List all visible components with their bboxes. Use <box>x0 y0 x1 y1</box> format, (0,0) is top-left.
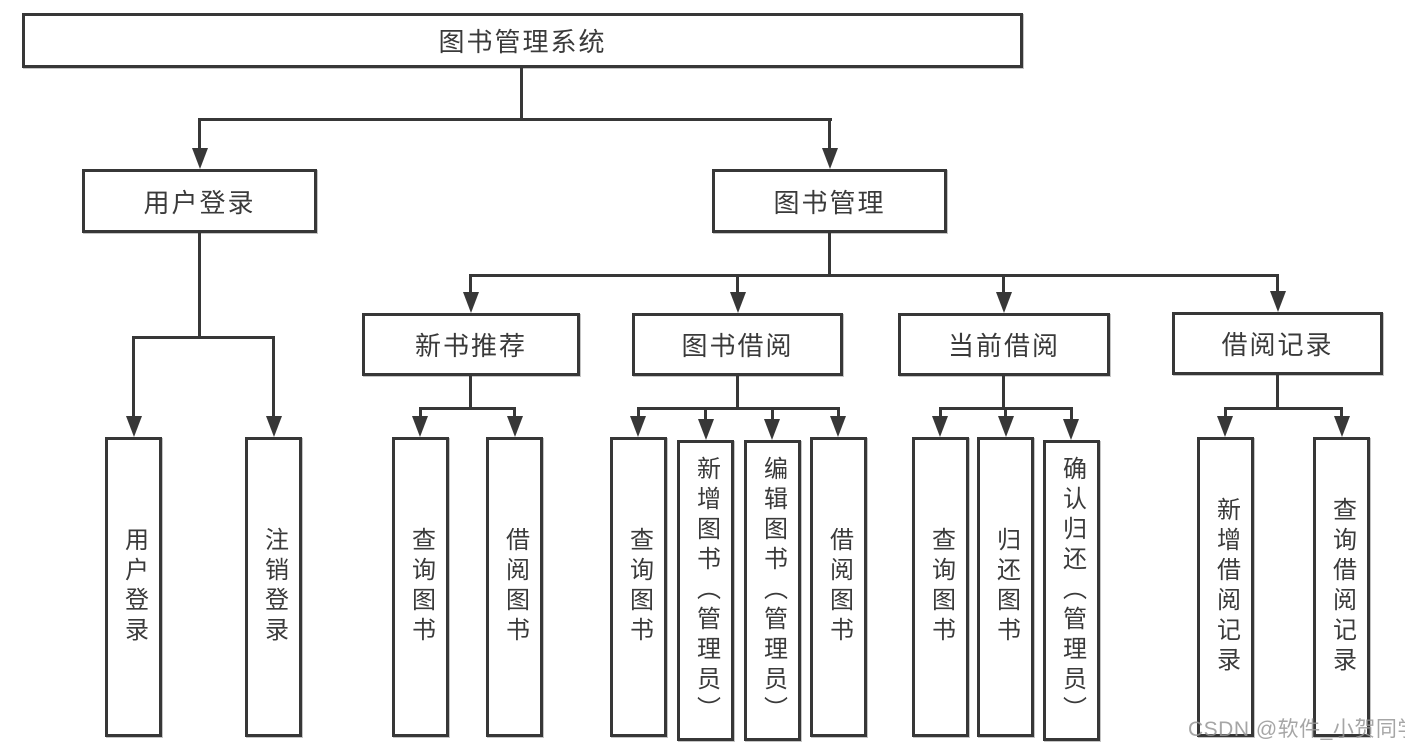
node-label: 查询图书 <box>927 527 955 647</box>
node-label: 借阅图书 <box>501 527 529 647</box>
arrow-down-icon <box>932 416 948 437</box>
connector-line <box>837 407 840 420</box>
connector-line <box>469 274 1279 277</box>
connector-line <box>1224 407 1343 410</box>
connector-line <box>1224 407 1227 420</box>
arrow-down-icon <box>266 416 282 437</box>
node-label: 借阅图书 <box>825 527 853 647</box>
node-label: 归还图书 <box>992 527 1020 647</box>
connector-line <box>419 407 516 410</box>
node-leaf-borrowing-borrow-books: 借阅图书 <box>810 437 867 737</box>
node-label: 用户登录 <box>120 527 148 647</box>
node-leaf-recommend-borrow-books: 借阅图书 <box>486 437 543 737</box>
node-user-login: 用户登录 <box>82 169 317 233</box>
node-book-management: 图书管理 <box>712 169 947 233</box>
connector-line <box>1002 376 1005 409</box>
connector-line <box>132 336 275 339</box>
arrow-down-icon <box>730 292 746 313</box>
connector-line <box>828 118 831 152</box>
connector-line <box>1002 274 1005 296</box>
node-leaf-current-query-books: 查询图书 <box>912 437 969 737</box>
node-label: 新增借阅记录 <box>1212 497 1240 677</box>
connector-line <box>520 68 523 120</box>
connector-line <box>419 407 422 420</box>
connector-line <box>1004 407 1007 420</box>
connector-line <box>828 233 831 276</box>
node-leaf-logout: 注销登录 <box>245 437 302 737</box>
arrow-down-icon <box>698 419 714 440</box>
connector-line <box>469 274 472 296</box>
arrow-down-icon <box>126 416 142 437</box>
connector-line <box>132 336 135 420</box>
node-leaf-user-login: 用户登录 <box>105 437 162 737</box>
arrow-down-icon <box>1270 291 1286 312</box>
node-label: 查询图书 <box>407 527 435 647</box>
connector-line <box>272 336 275 420</box>
node-leaf-records-add-record: 新增借阅记录 <box>1197 437 1254 737</box>
connector-line <box>637 407 640 420</box>
node-label: 注销登录 <box>260 527 288 647</box>
arrow-down-icon <box>998 416 1014 437</box>
node-label: 查询借阅记录 <box>1328 497 1356 677</box>
connector-line <box>736 274 739 296</box>
connector-line <box>513 407 516 420</box>
connector-line <box>198 118 201 152</box>
connector-line <box>198 232 201 338</box>
connector-line <box>469 376 472 409</box>
node-book-borrowing: 图书借阅 <box>632 313 843 376</box>
arrow-down-icon <box>1063 419 1079 440</box>
arrow-down-icon <box>507 416 523 437</box>
connector-line <box>198 118 832 121</box>
watermark: CSDN @软件_小贺同学 <box>1188 718 1405 741</box>
node-label: 编辑图书（管理员） <box>759 455 787 726</box>
node-leaf-borrowing-add-books-admin: 新增图书（管理员） <box>677 440 734 741</box>
node-root: 图书管理系统 <box>22 13 1023 68</box>
arrow-down-icon <box>1217 416 1233 437</box>
arrow-down-icon <box>192 148 208 169</box>
node-leaf-current-confirm-return-admin: 确认归还（管理员） <box>1043 440 1100 741</box>
node-leaf-records-query-record: 查询借阅记录 <box>1313 437 1370 737</box>
connector-line <box>1276 274 1279 295</box>
node-current-borrowing: 当前借阅 <box>898 313 1110 376</box>
node-borrow-records: 借阅记录 <box>1172 312 1383 375</box>
node-label: 确认归还（管理员） <box>1058 455 1086 726</box>
arrow-down-icon <box>412 416 428 437</box>
arrow-down-icon <box>630 416 646 437</box>
connector-line <box>771 407 774 422</box>
connector-line <box>704 407 707 422</box>
node-leaf-borrowing-edit-books-admin: 编辑图书（管理员） <box>744 440 801 741</box>
connector-line <box>1276 375 1279 409</box>
arrow-down-icon <box>1334 416 1350 437</box>
node-leaf-current-return-books: 归还图书 <box>977 437 1034 737</box>
arrow-down-icon <box>764 419 780 440</box>
node-leaf-borrowing-query-books: 查询图书 <box>610 437 667 737</box>
node-leaf-recommend-query-books: 查询图书 <box>392 437 449 737</box>
arrow-down-icon <box>830 416 846 437</box>
arrow-down-icon <box>463 292 479 313</box>
arrow-down-icon <box>996 292 1012 313</box>
connector-line <box>1340 407 1343 420</box>
connector-line <box>939 407 942 420</box>
arrow-down-icon <box>822 148 838 169</box>
node-label: 新增图书（管理员） <box>692 455 720 726</box>
connector-line <box>1070 407 1073 422</box>
connector-line <box>637 407 840 410</box>
connector-line <box>736 376 739 409</box>
node-label: 查询图书 <box>625 527 653 647</box>
node-new-book-recommend: 新书推荐 <box>362 313 580 376</box>
